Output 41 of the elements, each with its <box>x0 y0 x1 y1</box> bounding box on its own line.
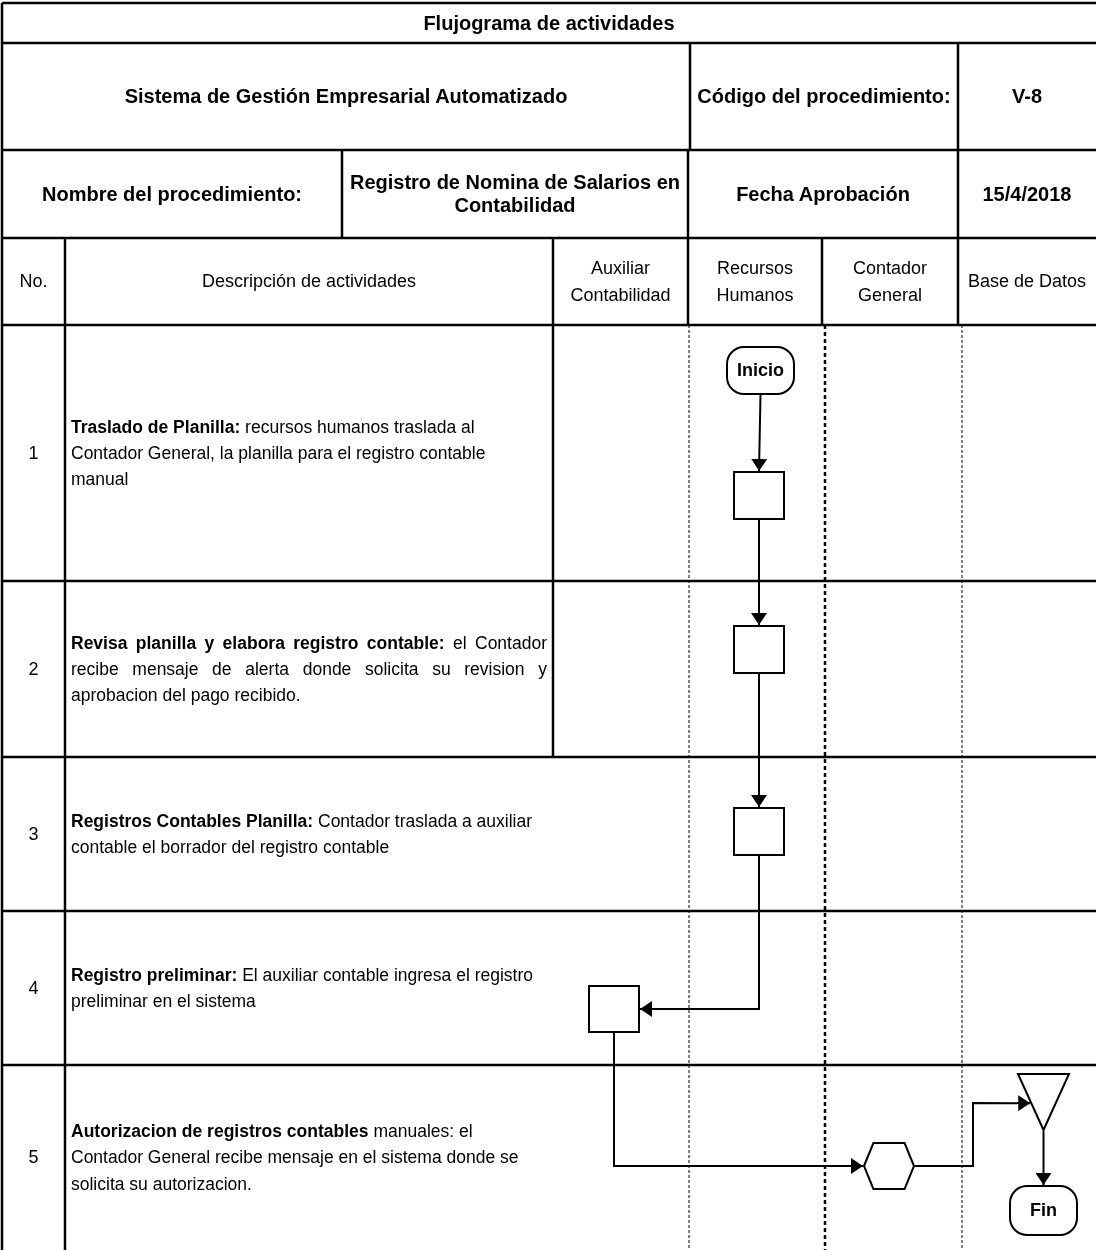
process-box <box>733 625 785 674</box>
arrow <box>1035 1130 1052 1186</box>
arrow <box>751 519 767 626</box>
arrow <box>751 394 768 472</box>
column-header: Descripción de actividades <box>201 270 417 294</box>
activity-description: Registros Contables Planilla: Contador traslada a auxiliar contable el borrador del registro contable <box>71 809 533 859</box>
arrow <box>751 673 767 808</box>
row-number: 2 <box>28 657 39 681</box>
terminal-label: Fin <box>1030 1200 1057 1221</box>
column-header: Recursos Humanos <box>715 257 795 307</box>
activity-description: Traslado de Planilla: recursos humanos traslada al Contador General, la planilla para el registro contable manual <box>71 415 487 492</box>
field-label: Nombre del procedimiento: <box>42 182 302 206</box>
terminal-label: Inicio <box>737 360 784 381</box>
system-name: Sistema de Gestión Empresarial Automatizado <box>124 85 568 108</box>
column-header: Contador General <box>851 257 929 307</box>
column-header: Base de Datos <box>967 270 1087 294</box>
row-number: 3 <box>28 822 39 846</box>
arrow <box>639 855 760 1017</box>
column-header: No. <box>19 270 48 294</box>
process-box <box>588 985 640 1033</box>
arrow <box>914 1095 1032 1167</box>
field-value: Registro de Nomina de Salarios en Contabilidad <box>348 171 682 217</box>
row-number: 5 <box>28 1146 39 1170</box>
terminal-shape <box>1009 1185 1078 1236</box>
process-box <box>733 471 785 520</box>
activity-description: Registro preliminar: El auxiliar contable ingresa el registro preliminar en el sistema <box>71 963 534 1013</box>
title: Flujograma de actividades <box>423 11 675 35</box>
activity-description: Revisa planilla y elabora registro contable: el Contador recibe mensaje de alerta donde solicita su revision y aprobacion del pago recibido. <box>71 631 547 708</box>
field-value: V-8 <box>1012 85 1042 108</box>
terminal-shape <box>726 346 795 395</box>
arrow <box>613 1032 864 1174</box>
field-label: Fecha Aprobación <box>736 182 910 206</box>
row-number: 1 <box>28 441 39 465</box>
field-label: Código del procedimiento: <box>697 85 951 108</box>
field-value: 15/4/2018 <box>982 182 1072 206</box>
activity-description: Autorizacion de registros contables manuales: el Contador General recibe mensaje en el sistema donde se solicita su autorizacion. <box>71 1120 520 1196</box>
merge-triangle <box>1017 1073 1070 1131</box>
preparation-hexagon <box>863 1142 915 1190</box>
column-header: Auxiliar Contabilidad <box>569 257 672 307</box>
row-number: 4 <box>28 976 39 1000</box>
process-box <box>733 807 785 856</box>
